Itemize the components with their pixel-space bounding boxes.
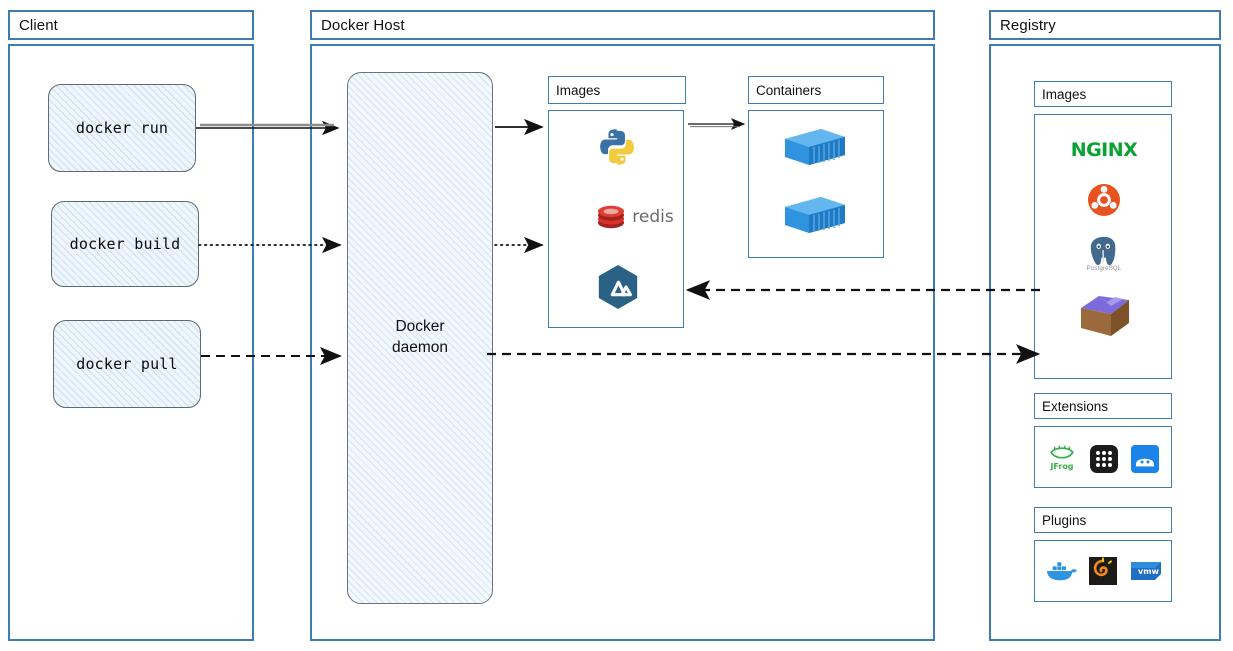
sub-title-registry-images: Images xyxy=(1034,81,1172,107)
panel-label-docker-host: Docker Host xyxy=(321,16,405,34)
blue-tool-icon xyxy=(1130,444,1160,474)
panel-label-registry: Registry xyxy=(1000,16,1056,34)
sub-label-registry-images: Images xyxy=(1042,86,1087,102)
panel-title-docker-host: Docker Host xyxy=(310,10,935,40)
sub-title-extensions: Extensions xyxy=(1034,393,1172,419)
container-box-icon xyxy=(779,124,851,170)
panel-title-client: Client xyxy=(8,10,254,40)
docker-daemon-box[interactable]: Docker daemon xyxy=(347,72,493,604)
grafana-icon xyxy=(1088,556,1118,586)
vmware-label: vmw xyxy=(1138,567,1159,576)
sub-title-containers: Containers xyxy=(748,76,884,104)
command-box-docker-run[interactable]: docker run xyxy=(48,84,196,172)
container-box-icon xyxy=(779,192,851,238)
python-icon xyxy=(594,124,640,170)
sub-title-host-images: Images xyxy=(548,76,686,104)
nginx-icon: NGINX xyxy=(1060,134,1148,166)
jfrog-label: JFrog xyxy=(1050,462,1074,471)
grid-app-icon xyxy=(1089,444,1119,474)
command-box-docker-pull[interactable]: docker pull xyxy=(53,320,201,408)
sub-label-containers: Containers xyxy=(756,82,822,98)
postgresql-icon: PostgreSQL xyxy=(1081,231,1127,275)
docker-daemon-label: Docker daemon xyxy=(391,318,448,356)
sub-label-host-images: Images xyxy=(556,82,601,98)
sub-label-extensions: Extensions xyxy=(1042,398,1109,414)
command-label-docker-run: docker run xyxy=(75,119,169,137)
redis-icon: redis xyxy=(580,200,690,234)
nginx-label: NGINX xyxy=(1070,139,1138,161)
alpine-icon xyxy=(594,262,642,312)
sub-title-plugins: Plugins xyxy=(1034,507,1172,533)
package-box-icon xyxy=(1076,289,1134,341)
redis-label: redis xyxy=(632,207,674,227)
panel-title-registry: Registry xyxy=(989,10,1221,40)
ubuntu-icon xyxy=(1086,182,1122,218)
jfrog-icon: JFrog xyxy=(1045,442,1079,474)
vmware-icon: vmw xyxy=(1126,557,1166,585)
postgresql-label: PostgreSQL xyxy=(1086,265,1122,272)
sub-label-plugins: Plugins xyxy=(1042,512,1087,528)
panel-label-client: Client xyxy=(19,16,58,34)
command-label-docker-build: docker build xyxy=(69,235,181,253)
command-label-docker-pull: docker pull xyxy=(76,355,178,373)
docker-whale-icon xyxy=(1043,556,1079,586)
command-box-docker-build[interactable]: docker build xyxy=(51,201,199,287)
